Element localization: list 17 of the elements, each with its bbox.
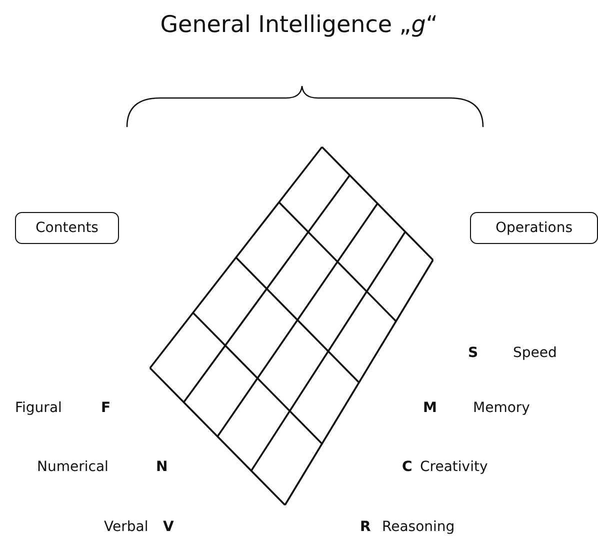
operation-letter: S (468, 344, 478, 362)
operation-letter: C (402, 458, 412, 476)
content-letter: V (163, 518, 174, 536)
category-box: Operations (470, 212, 598, 244)
category-box: Contents (15, 212, 119, 244)
content-letter: N (156, 458, 168, 476)
operation-name: Creativity (420, 458, 488, 476)
operation-name: Speed (513, 344, 557, 362)
operation-name: Reasoning (382, 518, 455, 536)
content-letter: F (101, 399, 111, 417)
title: General Intelligence „g“ (159, 11, 439, 40)
operation-letter: R (360, 518, 371, 536)
content-name: Numerical (37, 458, 108, 476)
operation-name: Memory (473, 399, 530, 417)
operation-letter: M (423, 399, 437, 417)
content-name: Verbal (104, 518, 148, 536)
content-name: Figural (15, 399, 62, 417)
